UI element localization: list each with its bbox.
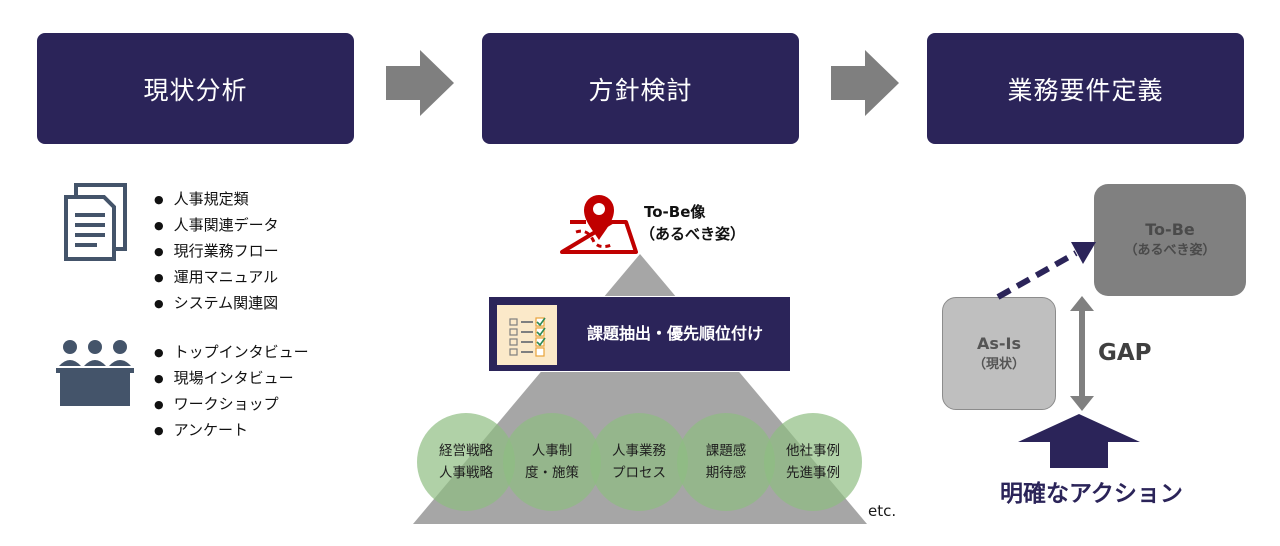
to-be-box: To-Be （あるべき姿） xyxy=(1094,184,1246,296)
list-item: 現場インタビュー xyxy=(154,366,309,392)
list-item: 人事規定類 xyxy=(154,187,279,213)
circle-text: 人事制 xyxy=(531,443,573,459)
up-arrow-icon xyxy=(1018,414,1140,468)
right-arrow-icon xyxy=(386,50,454,116)
list-item: ワークショップ xyxy=(154,392,309,418)
circle-text: 先進事例 xyxy=(786,465,840,481)
checklist-icon xyxy=(509,317,546,357)
list-item: システム関連図 xyxy=(154,291,279,317)
task-extraction-box: 課題抽出・優先順位付け xyxy=(488,296,791,372)
tobe-marker-title: To-Be像 xyxy=(644,203,706,221)
phase-label: 業務要件定義 xyxy=(1007,75,1164,105)
input-circle-case-studies: 他社事例 先進事例 xyxy=(764,413,862,511)
gap-label: GAP xyxy=(1098,340,1152,366)
circle-text: プロセス xyxy=(612,465,666,481)
documents-icon xyxy=(64,183,127,261)
circle-text: 他社事例 xyxy=(786,443,840,459)
as-is-subtitle: （現状） xyxy=(972,356,1025,372)
circle-text: 経営戦略 xyxy=(439,443,493,459)
phase-box-policy-review: 方針検討 xyxy=(482,33,799,144)
circle-text: 人事業務 xyxy=(612,443,666,459)
meeting-people-icon xyxy=(56,340,134,406)
input-circle-strategy: 経営戦略 人事戦略 xyxy=(417,413,515,511)
input-circle-hr-process: 人事業務 プロセス xyxy=(590,413,688,511)
list-item: トップインタビュー xyxy=(154,340,309,366)
document-source-list: 人事規定類 人事関連データ 現行業務フロー 運用マニュアル システム関連図 xyxy=(154,187,279,317)
phase-box-current-analysis: 現状分析 xyxy=(37,33,354,144)
phase-label: 現状分析 xyxy=(143,75,248,105)
task-extraction-label: 課題抽出・優先順位付け xyxy=(587,324,764,343)
checklist-icon-frame xyxy=(497,305,557,365)
map-pin-icon xyxy=(560,195,638,254)
list-item: アンケート xyxy=(154,418,309,444)
input-circle-expectations: 課題感 期待感 xyxy=(677,413,775,511)
circle-text: 人事戦略 xyxy=(439,465,493,481)
list-item: 運用マニュアル xyxy=(154,265,279,291)
tobe-marker-label: To-Be像 （あるべき姿） xyxy=(640,201,745,245)
input-circle-hr-system: 人事制 度・施策 xyxy=(503,413,601,511)
right-arrow-icon xyxy=(831,50,899,116)
gap-double-arrow-icon xyxy=(1070,296,1094,411)
as-is-title: As-Is xyxy=(976,333,1022,353)
dashed-arrow-icon xyxy=(996,242,1096,300)
to-be-title: To-Be xyxy=(1145,220,1195,239)
as-is-box: As-Is （現状） xyxy=(942,297,1056,410)
tobe-marker-subtitle: （あるべき姿） xyxy=(640,225,746,243)
phase-box-requirements-definition: 業務要件定義 xyxy=(927,33,1244,144)
phase-label: 方針検討 xyxy=(588,75,693,105)
circle-text: 課題感 xyxy=(705,443,747,459)
etc-label: etc. xyxy=(868,502,897,520)
list-item: 現行業務フロー xyxy=(154,239,279,265)
list-item: 人事関連データ xyxy=(154,213,279,239)
interview-method-list: トップインタビュー 現場インタビュー ワークショップ アンケート xyxy=(154,340,309,444)
circle-text: 期待感 xyxy=(705,465,747,481)
to-be-subtitle: （あるべき姿） xyxy=(1124,243,1216,258)
circle-text: 度・施策 xyxy=(525,465,579,481)
action-label: 明確なアクション xyxy=(1000,481,1183,507)
